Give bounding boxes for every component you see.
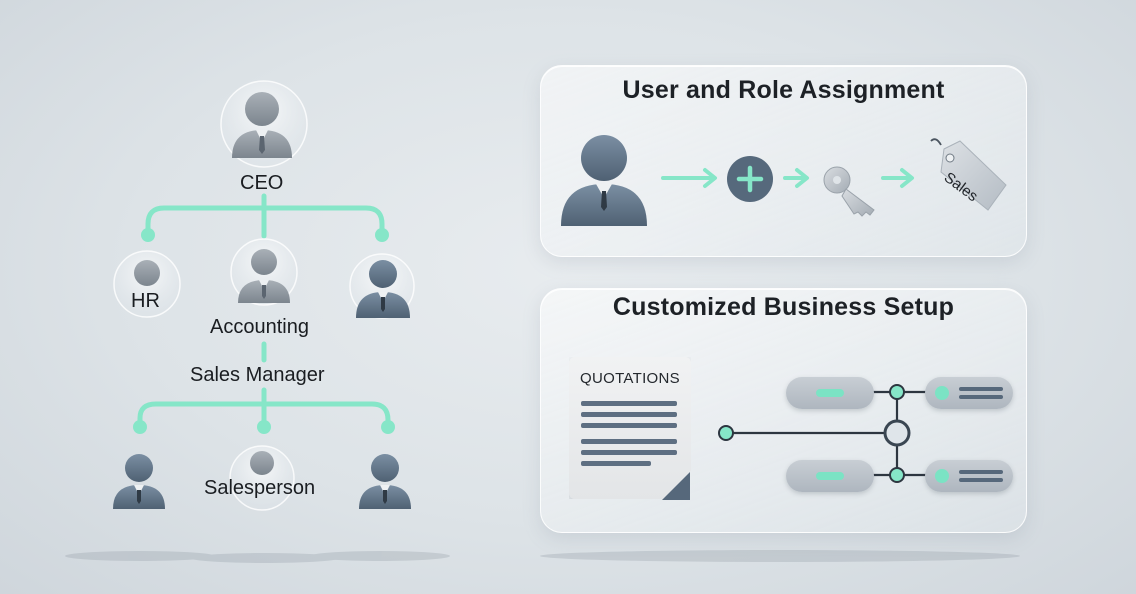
org-connector-dots — [133, 228, 395, 434]
doc-line — [581, 423, 677, 428]
manager-avatar-icon — [356, 260, 410, 318]
doc-line — [581, 450, 677, 455]
hr-label: HR — [131, 290, 160, 312]
document-fold-icon — [662, 472, 690, 500]
hr-avatar-icon — [134, 260, 160, 286]
accounting-avatar-icon — [238, 249, 290, 303]
accounting-label: Accounting — [210, 316, 309, 338]
doc-line — [581, 412, 677, 417]
switch-node-icon — [718, 384, 911, 483]
ceo-label: CEO — [240, 172, 284, 194]
sales-manager-label: Sales Manager — [190, 364, 325, 386]
tag-icon — [930, 138, 1007, 211]
arrow-icon — [661, 168, 717, 188]
business-setup-title: Customized Business Setup — [612, 293, 955, 321]
arrow-icon — [881, 168, 914, 188]
org-connectors — [137, 193, 391, 429]
bottom-branch — [137, 401, 391, 429]
plus-icon — [727, 156, 773, 202]
sales-left-avatar-icon — [113, 454, 165, 509]
doc-line — [581, 461, 651, 466]
doc-line — [581, 439, 677, 444]
floor-shadows — [65, 550, 1020, 563]
quotations-title: QUOTATIONS — [580, 370, 680, 387]
settings-pill-icon — [925, 377, 1013, 409]
toggle-pill-icon — [786, 377, 874, 409]
user-icon — [561, 135, 647, 226]
ceo-avatar-icon — [232, 92, 292, 158]
doc-line — [581, 401, 677, 406]
user-role-assignment-title: User and Role Assignment — [622, 76, 945, 104]
settings-pill-icon — [925, 460, 1013, 492]
salesperson-label: Salesperson — [204, 477, 316, 499]
quotations-document-icon: QUOTATIONS — [569, 357, 691, 499]
toggle-pill-icon — [786, 460, 874, 492]
sales-right-avatar-icon — [359, 454, 411, 509]
arrow-icon — [783, 168, 809, 188]
salesperson-avatar-icon — [250, 451, 274, 475]
key-icon — [823, 166, 875, 217]
